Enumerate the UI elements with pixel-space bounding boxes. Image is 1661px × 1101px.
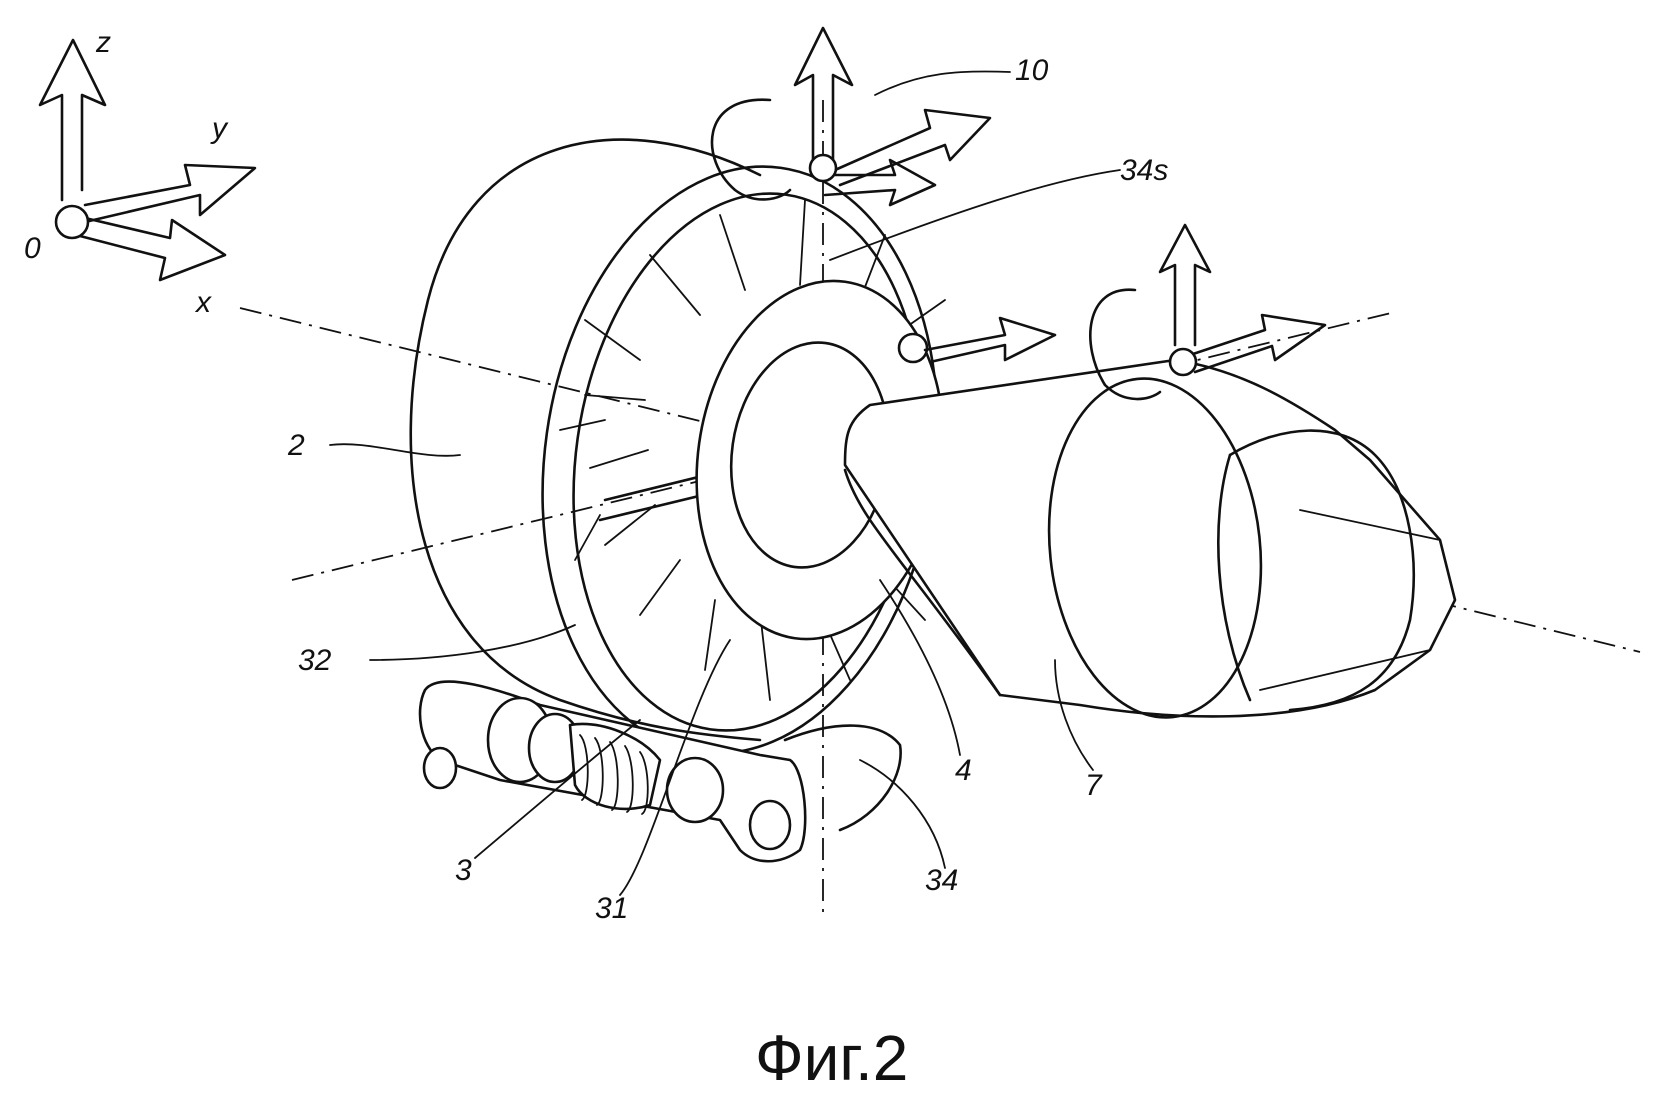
z-arrow-top [793, 26, 854, 167]
label-2: 2 [287, 429, 305, 462]
right-pivot-circle [1168, 347, 1198, 377]
worm-drive-3 [418, 680, 902, 863]
rotation-arrows [710, 26, 1327, 401]
axis-x-label: x [194, 286, 212, 319]
worm-end-left [422, 746, 458, 790]
transverse-axis-line [291, 311, 1396, 581]
origin-label: 0 [24, 232, 41, 265]
axis-y-label: y [210, 112, 229, 145]
label-10: 10 [1015, 54, 1049, 87]
label-3: 3 [455, 854, 472, 887]
hub-pivot-circle [897, 332, 929, 364]
rotation-arrow-right [1089, 288, 1162, 401]
label-34s: 34s [1120, 154, 1168, 187]
label-34: 34 [925, 864, 958, 897]
y-arrow-right [1188, 313, 1327, 374]
y-arrow-top [833, 108, 992, 187]
top-pivot-circle [808, 153, 838, 183]
figure-caption: Фиг.2 [755, 1022, 908, 1094]
coordinate-axes: z y x 0 [24, 26, 257, 319]
origin-circle [54, 204, 90, 240]
label-4: 4 [955, 754, 972, 787]
hub-arrow [923, 316, 1057, 364]
label-32: 32 [298, 644, 332, 677]
worm-end-right [748, 799, 792, 851]
rotation-arrow-top [710, 98, 792, 201]
nacelle-7 [843, 358, 1457, 719]
axis-z-label: z [95, 26, 111, 59]
body-2 [409, 138, 762, 742]
label-7: 7 [1085, 769, 1103, 802]
leader-lines [329, 70, 1121, 896]
z-arrow-right [1158, 223, 1212, 347]
label-31: 31 [595, 892, 628, 925]
